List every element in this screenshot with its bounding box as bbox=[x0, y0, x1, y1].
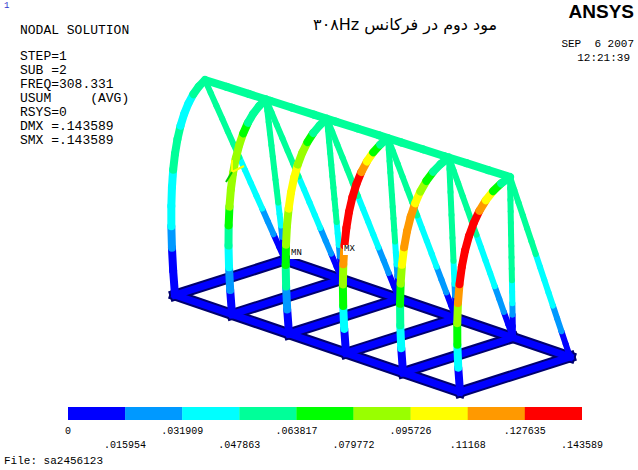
axis-triad bbox=[232, 160, 244, 172]
base-beam bbox=[460, 357, 570, 392]
substep-info: SUB =2 bbox=[20, 64, 67, 78]
result-item: USUM (AVG) bbox=[20, 92, 129, 106]
axis-triad bbox=[226, 172, 232, 182]
contour-value: .047863 bbox=[218, 440, 260, 451]
arch-member bbox=[501, 177, 510, 183]
mode-caption: مود دوم در فرکانس ۳۰۸Hz bbox=[313, 16, 497, 34]
colorbar-segment bbox=[239, 407, 296, 420]
frequency-info: FREQ=308.331 bbox=[20, 78, 114, 92]
colorbar-segment bbox=[354, 407, 411, 420]
colorbar-segment bbox=[125, 407, 182, 420]
contour-value: .11168 bbox=[450, 440, 486, 451]
coordinate-system: RSYS=0 bbox=[20, 106, 67, 120]
base-beam bbox=[285, 260, 570, 357]
colorbar-segment bbox=[68, 407, 125, 420]
window-number: 1 bbox=[4, 2, 9, 12]
time-stamp: 12:21:39 bbox=[577, 52, 630, 64]
min-marker: MN bbox=[290, 249, 303, 259]
file-name: File: sa2456123 bbox=[4, 455, 103, 467]
colorbar-segment bbox=[296, 407, 353, 420]
arch-member bbox=[320, 119, 327, 125]
contour-value: .127635 bbox=[504, 426, 546, 437]
plot-type: NODAL SOLUTION bbox=[20, 24, 129, 38]
contour-value: .063817 bbox=[275, 426, 317, 437]
arch-member bbox=[199, 80, 205, 86]
contour-value: .095726 bbox=[390, 426, 432, 437]
contour-value: .015954 bbox=[104, 440, 146, 451]
contour-value: .143589 bbox=[561, 440, 603, 451]
colorbar-segment bbox=[182, 407, 239, 420]
ansys-logo: ANSYS bbox=[569, 2, 634, 23]
colorbar-segment bbox=[411, 407, 468, 420]
max-result: SMX =.143589 bbox=[20, 134, 114, 148]
max-displacement: DMX =.143589 bbox=[20, 120, 114, 134]
arch-member bbox=[380, 138, 388, 144]
base-beam-outline bbox=[175, 295, 460, 392]
date-stamp: SEP 6 2007 bbox=[561, 38, 634, 50]
colorbar-segment bbox=[525, 407, 582, 420]
contour-value: .079772 bbox=[332, 440, 374, 451]
base-beam bbox=[175, 295, 460, 392]
colorbar-segment bbox=[468, 407, 525, 420]
max-marker: MX bbox=[343, 245, 356, 255]
base-beam-outline bbox=[460, 357, 570, 392]
arch-member bbox=[441, 158, 449, 164]
step-info: STEP=1 bbox=[20, 50, 67, 64]
arch-member bbox=[259, 99, 266, 105]
contour-value: 0 bbox=[65, 426, 71, 437]
contour-value: .031909 bbox=[161, 426, 203, 437]
